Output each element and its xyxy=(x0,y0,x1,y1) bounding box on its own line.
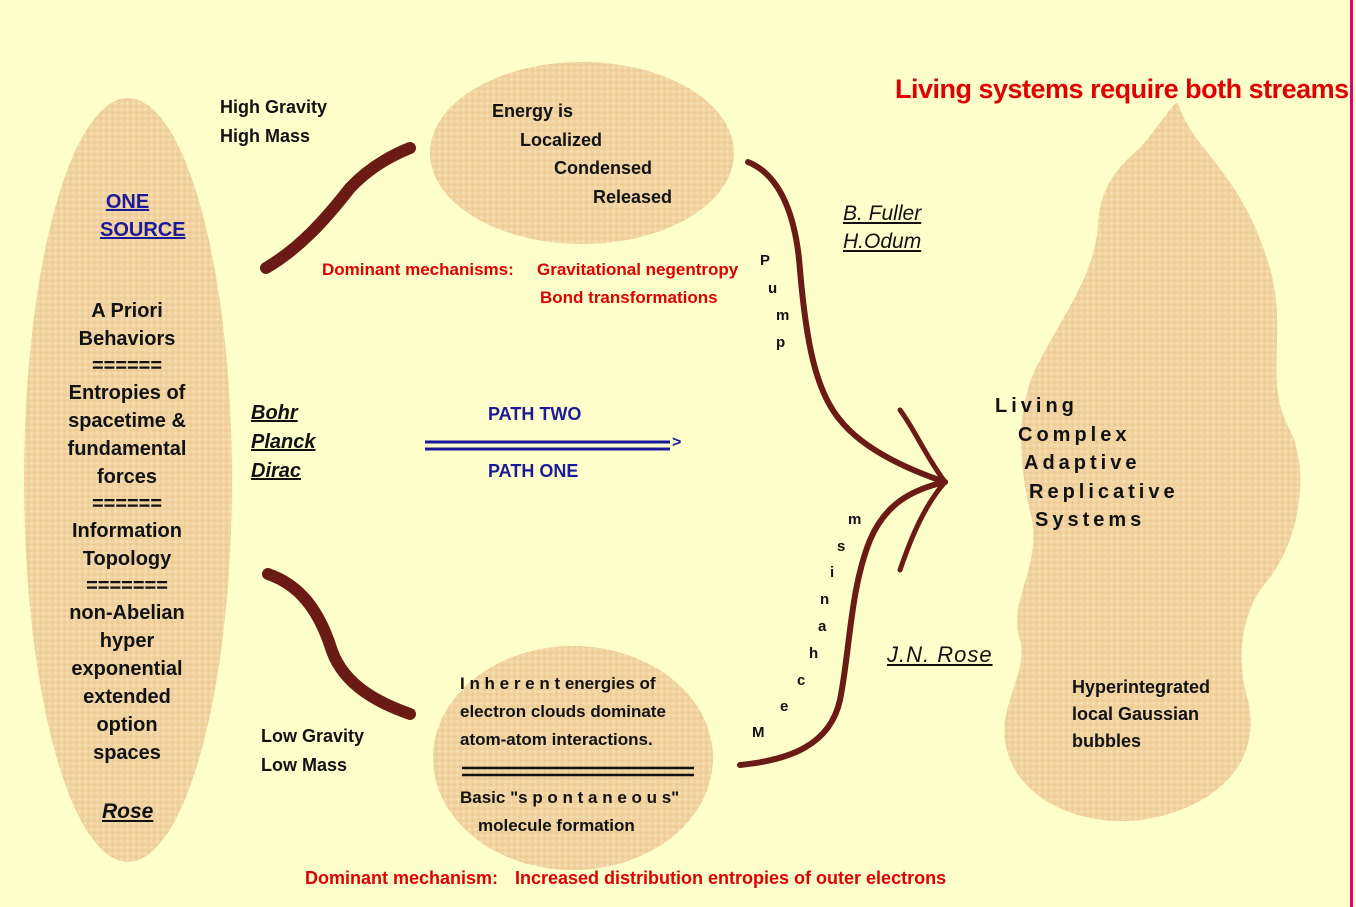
top-mechanism-label: Dominant mechanisms: xyxy=(322,260,514,279)
mechanism-letter: m xyxy=(848,511,862,528)
jn-rose-ref: J.N. Rose xyxy=(887,642,993,667)
bubble-text-line: atom-atom interactions. xyxy=(460,730,653,749)
mechanism-letter: s xyxy=(837,538,846,555)
living-line: Adaptive xyxy=(1024,452,1141,474)
hyper-text: Hyperintegrated local Gaussian bubbles xyxy=(1072,677,1211,751)
pump-letter: m xyxy=(776,307,790,324)
source-item: spacetime & xyxy=(68,410,186,432)
source-oval xyxy=(24,98,232,862)
separator-text: ====== xyxy=(91,355,163,377)
rose-author: Rose xyxy=(102,800,154,823)
mechanism-letter: c xyxy=(797,672,806,689)
source-item: option xyxy=(96,714,158,736)
living-line: Complex xyxy=(1018,424,1131,446)
top-mechanism-line2: Bond transformations xyxy=(540,288,718,307)
path-two-label: PATH TWO xyxy=(488,404,582,424)
source-item: forces xyxy=(96,466,158,488)
source-item: Information xyxy=(72,520,182,542)
source-item: hyper xyxy=(99,630,155,652)
mechanism-letter: h xyxy=(809,645,819,662)
pump-letter: u xyxy=(768,280,778,297)
top-bubble xyxy=(430,62,734,244)
mechanism-letter: M xyxy=(752,724,765,741)
bubble-text-line: electron clouds dominate xyxy=(460,702,666,721)
bubble-text-line: I n h e r e n t energies of xyxy=(460,674,656,693)
source-items: A Priori Behaviors ====== Entropies of s… xyxy=(32,297,222,767)
page-title: Living systems require both streams xyxy=(895,74,1349,104)
bubble-text-line: molecule formation xyxy=(478,816,635,835)
top-mechanism-line1: Gravitational negentropy xyxy=(537,260,739,279)
separator-text: ====== xyxy=(91,493,163,515)
pump-letter: P xyxy=(760,252,771,269)
source-item: spaces xyxy=(93,742,161,764)
pump-stroke xyxy=(745,159,948,485)
source-item: Entropies of xyxy=(68,382,186,404)
source-item: A Priori xyxy=(91,300,163,322)
arrow-head-upper xyxy=(897,407,948,485)
bubble-text-line: Released xyxy=(593,187,673,207)
upper-left-stroke xyxy=(260,142,416,274)
bottom-bubble xyxy=(433,646,713,870)
scientists-list: Bohr Planck Dirac xyxy=(251,402,316,482)
source-item: non-Abelian xyxy=(69,602,185,624)
separator-text: ======= xyxy=(86,575,168,597)
mechanism-letter: a xyxy=(818,618,827,635)
bubble-text-line: Localized xyxy=(520,130,603,150)
bubble-text-line: Condensed xyxy=(554,158,653,178)
high-gravity-label: High Gravity High Mass xyxy=(220,97,328,146)
path-one-label: PATH ONE xyxy=(488,461,579,481)
low-gravity-label: Low Gravity Low Mass xyxy=(261,726,365,775)
source-item: Topology xyxy=(82,548,172,570)
source-item: exponential xyxy=(71,658,183,680)
mechanism-letter: n xyxy=(820,591,830,608)
mechanism-letter: e xyxy=(780,698,789,715)
arrow-head-lower xyxy=(897,479,948,573)
bottom-mechanism-text: Increased distribution entropies of oute… xyxy=(515,868,947,888)
right-border-line xyxy=(1350,0,1353,907)
path-arrow-icon: > xyxy=(672,434,682,451)
mechanism-letter: i xyxy=(830,564,835,581)
one-source-link[interactable]: ONE SOURCE xyxy=(100,191,186,241)
bubble-text-line: Basic "s p o n t a n e o u s" xyxy=(460,788,680,807)
fuller-odum-ref: B. Fuller H.Odum xyxy=(843,202,922,253)
source-item: extended xyxy=(83,686,171,708)
bottom-mechanism-label: Dominant mechanism: xyxy=(305,868,499,888)
living-line: Replicative xyxy=(1029,481,1179,503)
lower-left-stroke xyxy=(262,568,416,720)
living-line: Living xyxy=(995,395,1078,417)
source-item: Behaviors xyxy=(78,328,176,350)
source-item: fundamental xyxy=(67,438,187,460)
living-systems-blob xyxy=(1004,102,1301,822)
bubble-text-line: Energy is xyxy=(492,101,574,121)
living-line: Systems xyxy=(1035,509,1146,531)
mechanism-stroke xyxy=(737,479,948,768)
pump-letter: p xyxy=(776,334,786,351)
